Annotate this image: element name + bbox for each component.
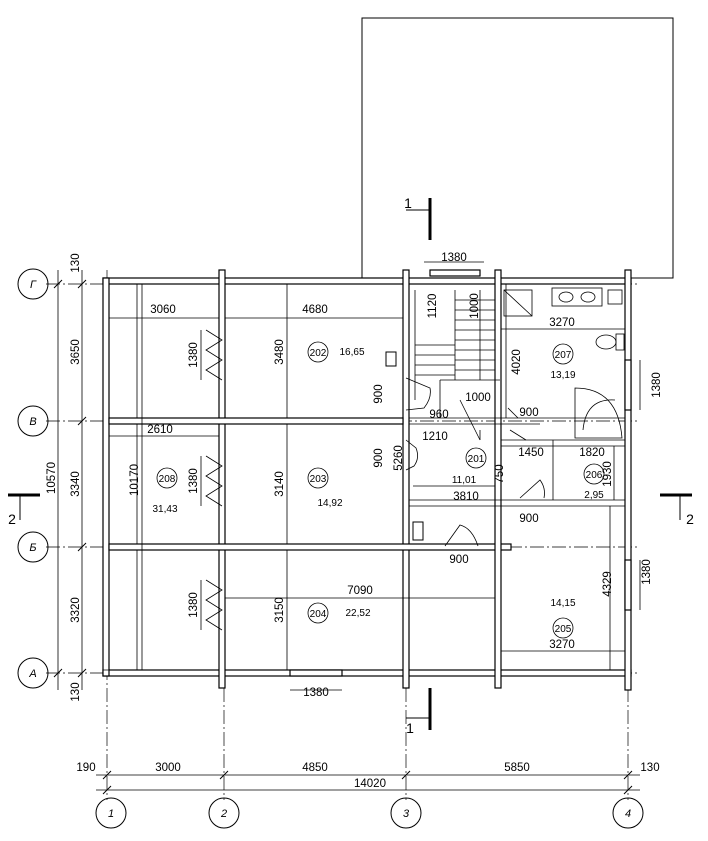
dimension-lines	[57, 261, 641, 791]
dim-1000a: 1000	[469, 293, 481, 319]
dim-1380-r2: 1380	[641, 559, 653, 585]
dimension-texts: 190 3000 4850 5850 130 14020 130 3650 33…	[46, 252, 663, 790]
dimension-ticks	[53, 279, 633, 795]
dim-1380-w3: 1380	[188, 592, 200, 618]
room-number-203: 203	[310, 474, 327, 485]
dim-3810: 3810	[453, 491, 479, 503]
dim-1930: 1930	[602, 461, 614, 487]
dim-1820: 1820	[579, 447, 605, 459]
dim-1450: 1450	[518, 447, 544, 459]
dim-2610: 2610	[147, 424, 173, 436]
room-area-204: 22,52	[345, 608, 370, 619]
room-number-201: 201	[468, 454, 485, 465]
exterior-walls	[102, 269, 632, 691]
room-area-205: 14,15	[550, 598, 575, 609]
axis-label-row-A: А	[28, 668, 36, 680]
dim-750: 750	[494, 464, 506, 483]
axis-label-col-1: 1	[108, 808, 114, 820]
dim-bottom-4850: 4850	[302, 762, 328, 774]
dim-1380-w1: 1380	[188, 342, 200, 368]
section-label-left: 2	[8, 511, 16, 527]
dim-bottom-5850: 5850	[504, 762, 530, 774]
section-label-right: 2	[686, 511, 694, 527]
dim-left-130-top: 130	[70, 253, 82, 272]
upper-volume-outline	[361, 17, 674, 279]
doors	[405, 377, 545, 547]
room-area-207: 13,19	[550, 370, 575, 381]
dim-900-5: 900	[449, 554, 468, 566]
sanitary-fixtures	[385, 287, 625, 541]
axis-bubbles: Г В Б А 1 2 3 4	[17, 268, 644, 829]
axis-bubble-col-3	[390, 797, 422, 829]
axis-bubble-col-4	[612, 797, 644, 829]
dim-1380-r1: 1380	[651, 372, 663, 398]
interior-walls	[108, 269, 625, 689]
room-number-204: 204	[310, 609, 327, 620]
dim-3270a: 3270	[549, 317, 575, 329]
axis-label-col-2: 2	[220, 808, 227, 820]
dim-1380-w2: 1380	[188, 468, 200, 494]
dim-1380-bottom: 1380	[303, 687, 329, 699]
axis-label-col-4: 4	[625, 808, 631, 820]
dim-1000b: 1000	[465, 392, 491, 404]
dim-left-total: 10570	[46, 462, 58, 494]
section-label-top: 1	[404, 195, 412, 211]
axis-bubble-row-A	[17, 657, 49, 689]
dim-4020: 4020	[511, 349, 523, 375]
dim-bottom-130: 130	[640, 762, 659, 774]
dim-900-3: 900	[519, 407, 538, 419]
room-number-206: 206	[586, 470, 603, 481]
dim-left-130-bottom: 130	[70, 682, 82, 701]
room-area-202: 16,65	[339, 347, 364, 358]
dim-left-3650: 3650	[70, 339, 82, 365]
dim-1210: 1210	[422, 431, 448, 443]
axis-bubble-col-1	[95, 797, 127, 829]
windows	[205, 269, 632, 677]
room-area-203: 14,92	[317, 498, 342, 509]
dim-bottom-3000: 3000	[155, 762, 181, 774]
dim-bottom-190: 190	[76, 762, 95, 774]
dim-900-2: 900	[373, 448, 385, 467]
room-number-207: 207	[555, 350, 572, 361]
section-label-bottom: 1	[406, 720, 414, 736]
axis-label-col-3: 3	[403, 808, 410, 820]
dim-4329: 4329	[602, 571, 614, 597]
dim-3480: 3480	[274, 339, 286, 365]
dim-900-1: 900	[373, 384, 385, 403]
room-number-202: 202	[310, 348, 327, 359]
dim-left-3340: 3340	[70, 471, 82, 497]
axis-bubble-row-G	[17, 268, 49, 300]
dim-1120: 1120	[427, 294, 439, 319]
dim-bottom-total: 14020	[354, 778, 386, 790]
dim-960: 960	[429, 409, 448, 421]
axis-bubble-col-2	[208, 797, 240, 829]
room-area-206: 2,95	[584, 490, 604, 501]
dim-1380-top: 1380	[441, 252, 467, 264]
dim-3150: 3150	[274, 597, 286, 623]
axis-bubble-row-V	[17, 405, 49, 437]
dim-4680: 4680	[302, 304, 328, 316]
axis-label-row-B: Б	[29, 542, 36, 554]
dim-3270b: 3270	[549, 639, 575, 651]
axis-label-row-V: В	[29, 416, 36, 428]
dim-900-4: 900	[519, 513, 538, 525]
dim-7090: 7090	[347, 585, 373, 597]
room-labels: 202 16,65 203 14,92 204 22,52 205 14,15 …	[152, 341, 605, 639]
room-number-208: 208	[159, 474, 176, 485]
dim-3140: 3140	[274, 471, 286, 497]
room-area-208: 31,43	[152, 504, 177, 515]
axis-bubble-row-B	[17, 531, 49, 563]
room-number-205: 205	[555, 624, 572, 635]
dim-10170: 10170	[129, 464, 141, 496]
axis-label-row-G: Г	[30, 279, 37, 291]
dim-3060: 3060	[150, 304, 176, 316]
room-area-201: 11,01	[452, 475, 477, 486]
section-marks	[8, 198, 692, 730]
dim-5260: 5260	[393, 445, 405, 471]
dim-left-3320: 3320	[70, 597, 82, 623]
